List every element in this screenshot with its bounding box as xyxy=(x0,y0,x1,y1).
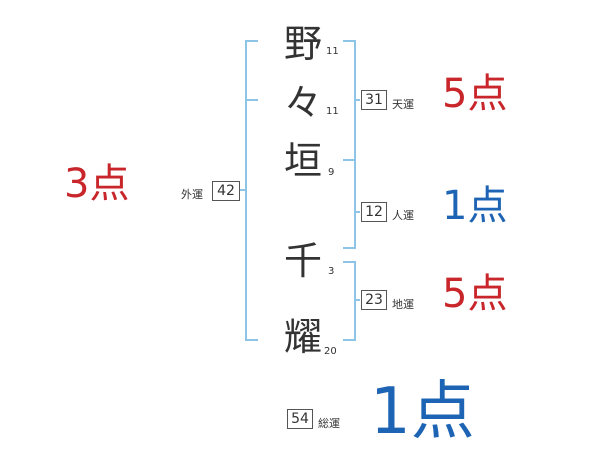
stroke-count-2: 11 xyxy=(326,106,339,117)
chikaku-value: 23 xyxy=(361,290,387,310)
gaikaku-label: 外運 xyxy=(181,188,203,201)
soukaku-value: 54 xyxy=(287,409,313,429)
stroke-count-4: 3 xyxy=(328,266,335,277)
jinkaku-value: 12 xyxy=(361,202,387,222)
gaikaku-value: 42 xyxy=(212,181,240,201)
stroke-count-3: 9 xyxy=(328,167,335,178)
tenkaku-bracket xyxy=(343,40,360,161)
tenkaku-score: 5点 xyxy=(442,71,508,117)
tenkaku-value: 31 xyxy=(361,90,387,110)
soukaku-score: 1点 xyxy=(370,375,475,449)
name-char-2: 々 xyxy=(284,81,323,125)
name-char-5: 耀 xyxy=(284,315,323,359)
chikaku-label: 地運 xyxy=(392,298,414,311)
soukaku-label: 総運 xyxy=(318,417,340,430)
chikaku-bracket xyxy=(343,261,360,341)
name-char-4: 千 xyxy=(284,239,323,283)
gaikaku-score: 3点 xyxy=(64,161,130,207)
name-char-1: 野 xyxy=(284,22,323,66)
name-char-3: 垣 xyxy=(284,139,323,183)
chikaku-score: 5点 xyxy=(442,271,508,317)
stroke-count-5: 20 xyxy=(324,346,337,357)
gaikaku-bracket xyxy=(240,40,258,341)
jinkaku-score: 1点 xyxy=(442,183,508,229)
stroke-count-1: 11 xyxy=(326,46,339,57)
tenkaku-label: 天運 xyxy=(392,98,414,111)
jinkaku-bracket xyxy=(343,159,360,249)
jinkaku-label: 人運 xyxy=(392,209,414,222)
